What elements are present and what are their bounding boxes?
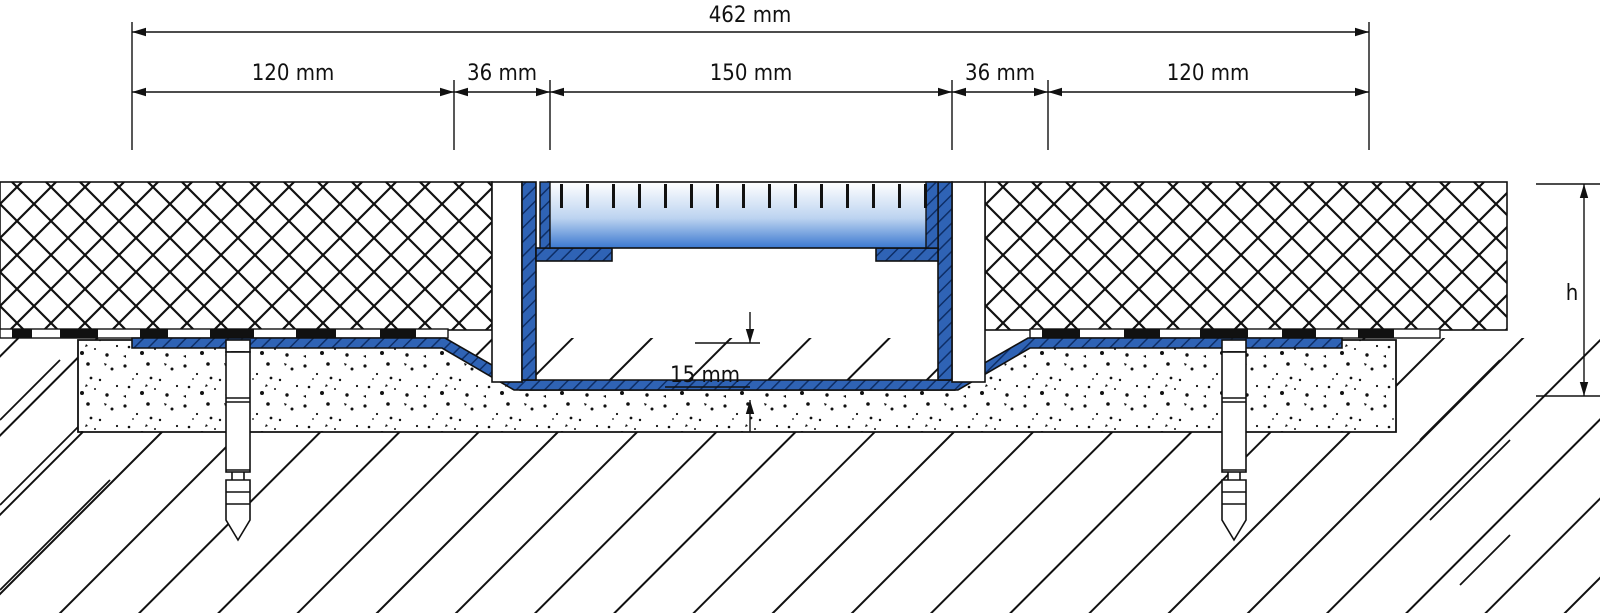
dimension-left-flange-label: 120 mm <box>252 61 335 86</box>
dimension-overall-label: 462 mm <box>709 3 792 28</box>
grate-support-left <box>535 247 613 262</box>
grate-slot <box>638 184 641 208</box>
sealing-membrane-right <box>1029 328 1441 339</box>
dimension-channel-width: 150 mm <box>550 61 952 97</box>
grate-slot <box>612 184 615 208</box>
grate-slot <box>560 184 563 208</box>
grate-support-right <box>875 247 939 262</box>
grate-slot <box>742 184 745 208</box>
grate-slot <box>794 184 797 208</box>
grate-slot <box>820 184 823 208</box>
channel-wall-right <box>937 181 986 383</box>
grate-slot <box>924 184 927 208</box>
tile-covering-right <box>984 181 1508 331</box>
expansion-anchor-icon <box>1221 339 1247 542</box>
dimension-left-slope-label: 36 mm <box>467 61 537 86</box>
drain-grate <box>539 181 939 249</box>
dimension-left-slope: 36 mm <box>454 61 550 97</box>
dimension-bed-depth-label: 15 mm <box>670 363 740 388</box>
grate-slot <box>898 184 901 208</box>
grate-slot <box>768 184 771 208</box>
dimension-channel-width-label: 150 mm <box>710 61 793 86</box>
tile-covering-left <box>0 181 493 331</box>
grate-slot <box>872 184 875 208</box>
dimension-right-flange: 120 mm <box>1048 61 1369 97</box>
dimension-bed-depth: 15 mm <box>665 312 760 432</box>
grate-slot <box>664 184 667 208</box>
dimension-right-slope-label: 36 mm <box>965 61 1035 86</box>
grate-slot <box>586 184 589 208</box>
dimension-overall: 462 mm <box>132 3 1369 37</box>
dimension-height: h <box>1566 184 1589 396</box>
channel-wall-left <box>491 181 537 383</box>
grate-slot <box>690 184 693 208</box>
dimension-right-flange-label: 120 mm <box>1167 61 1250 86</box>
dimension-left-flange: 120 mm <box>132 61 454 97</box>
grate-slot <box>846 184 849 208</box>
dimension-height-label: h <box>1566 281 1579 306</box>
sealing-membrane-left <box>0 328 449 339</box>
grate-slot <box>716 184 719 208</box>
expansion-anchor-icon <box>225 339 251 542</box>
grate-slots <box>560 184 927 208</box>
dimension-right-slope: 36 mm <box>952 61 1048 97</box>
